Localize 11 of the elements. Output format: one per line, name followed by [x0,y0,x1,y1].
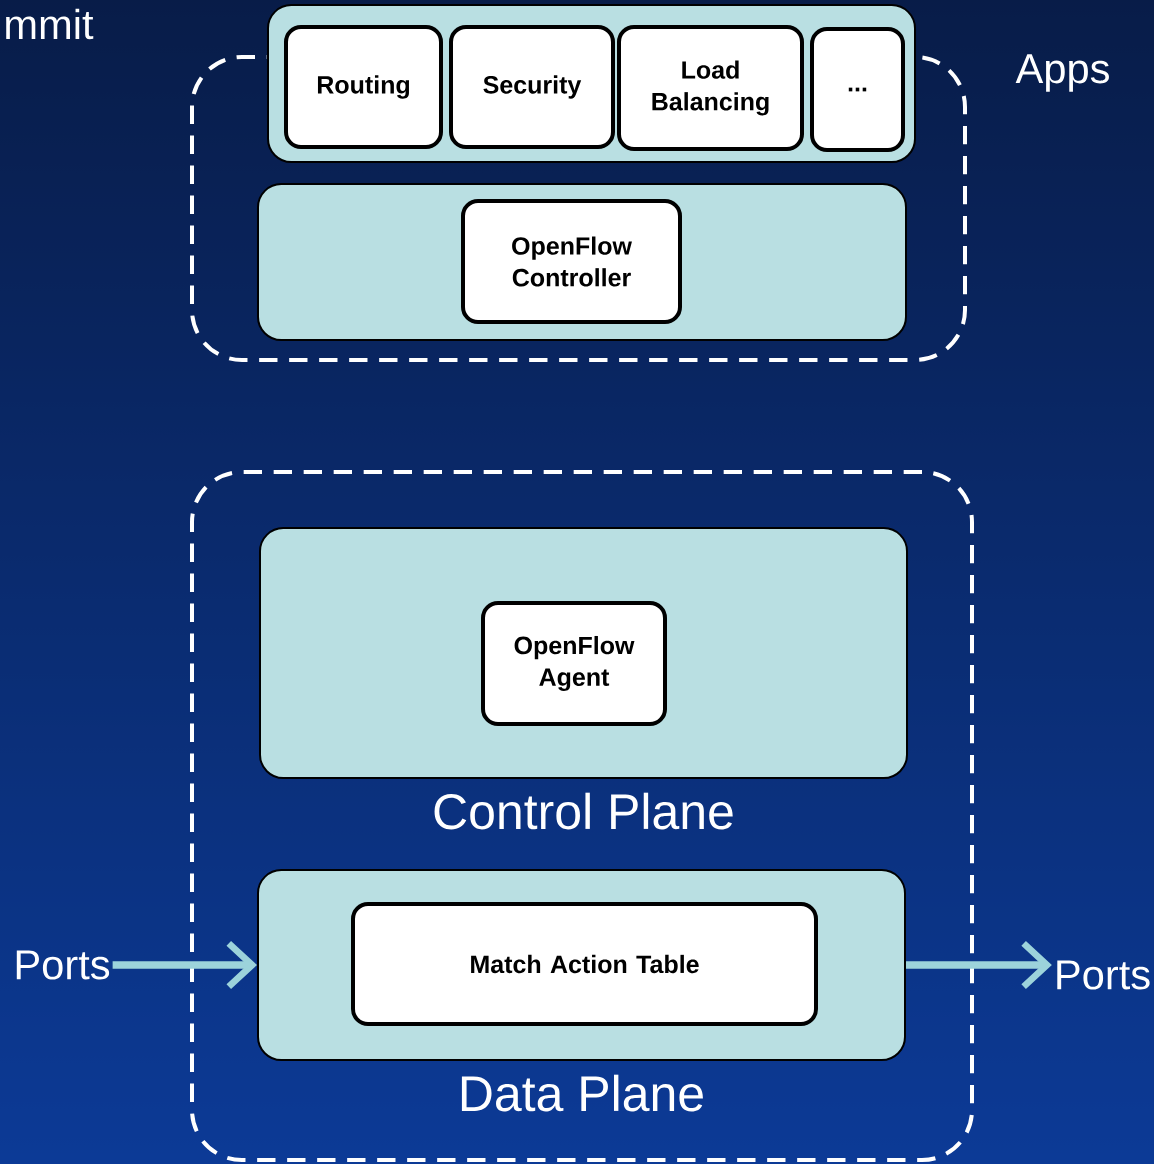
module-box: Load Balancing [617,25,804,151]
port-label: Ports [16,950,110,980]
module-box: Security [449,25,615,149]
module-box: OpenFlow Agent [481,601,667,726]
module-box: Match Action Table [351,902,818,1026]
port-label: Ports [1057,960,1150,990]
module-box: Routing [284,25,443,149]
module-box: ... [810,27,905,152]
module-box: OpenFlow Controller [461,199,682,324]
heading-fragment: mmit [6,8,94,40]
side-label: Apps [1015,54,1109,92]
